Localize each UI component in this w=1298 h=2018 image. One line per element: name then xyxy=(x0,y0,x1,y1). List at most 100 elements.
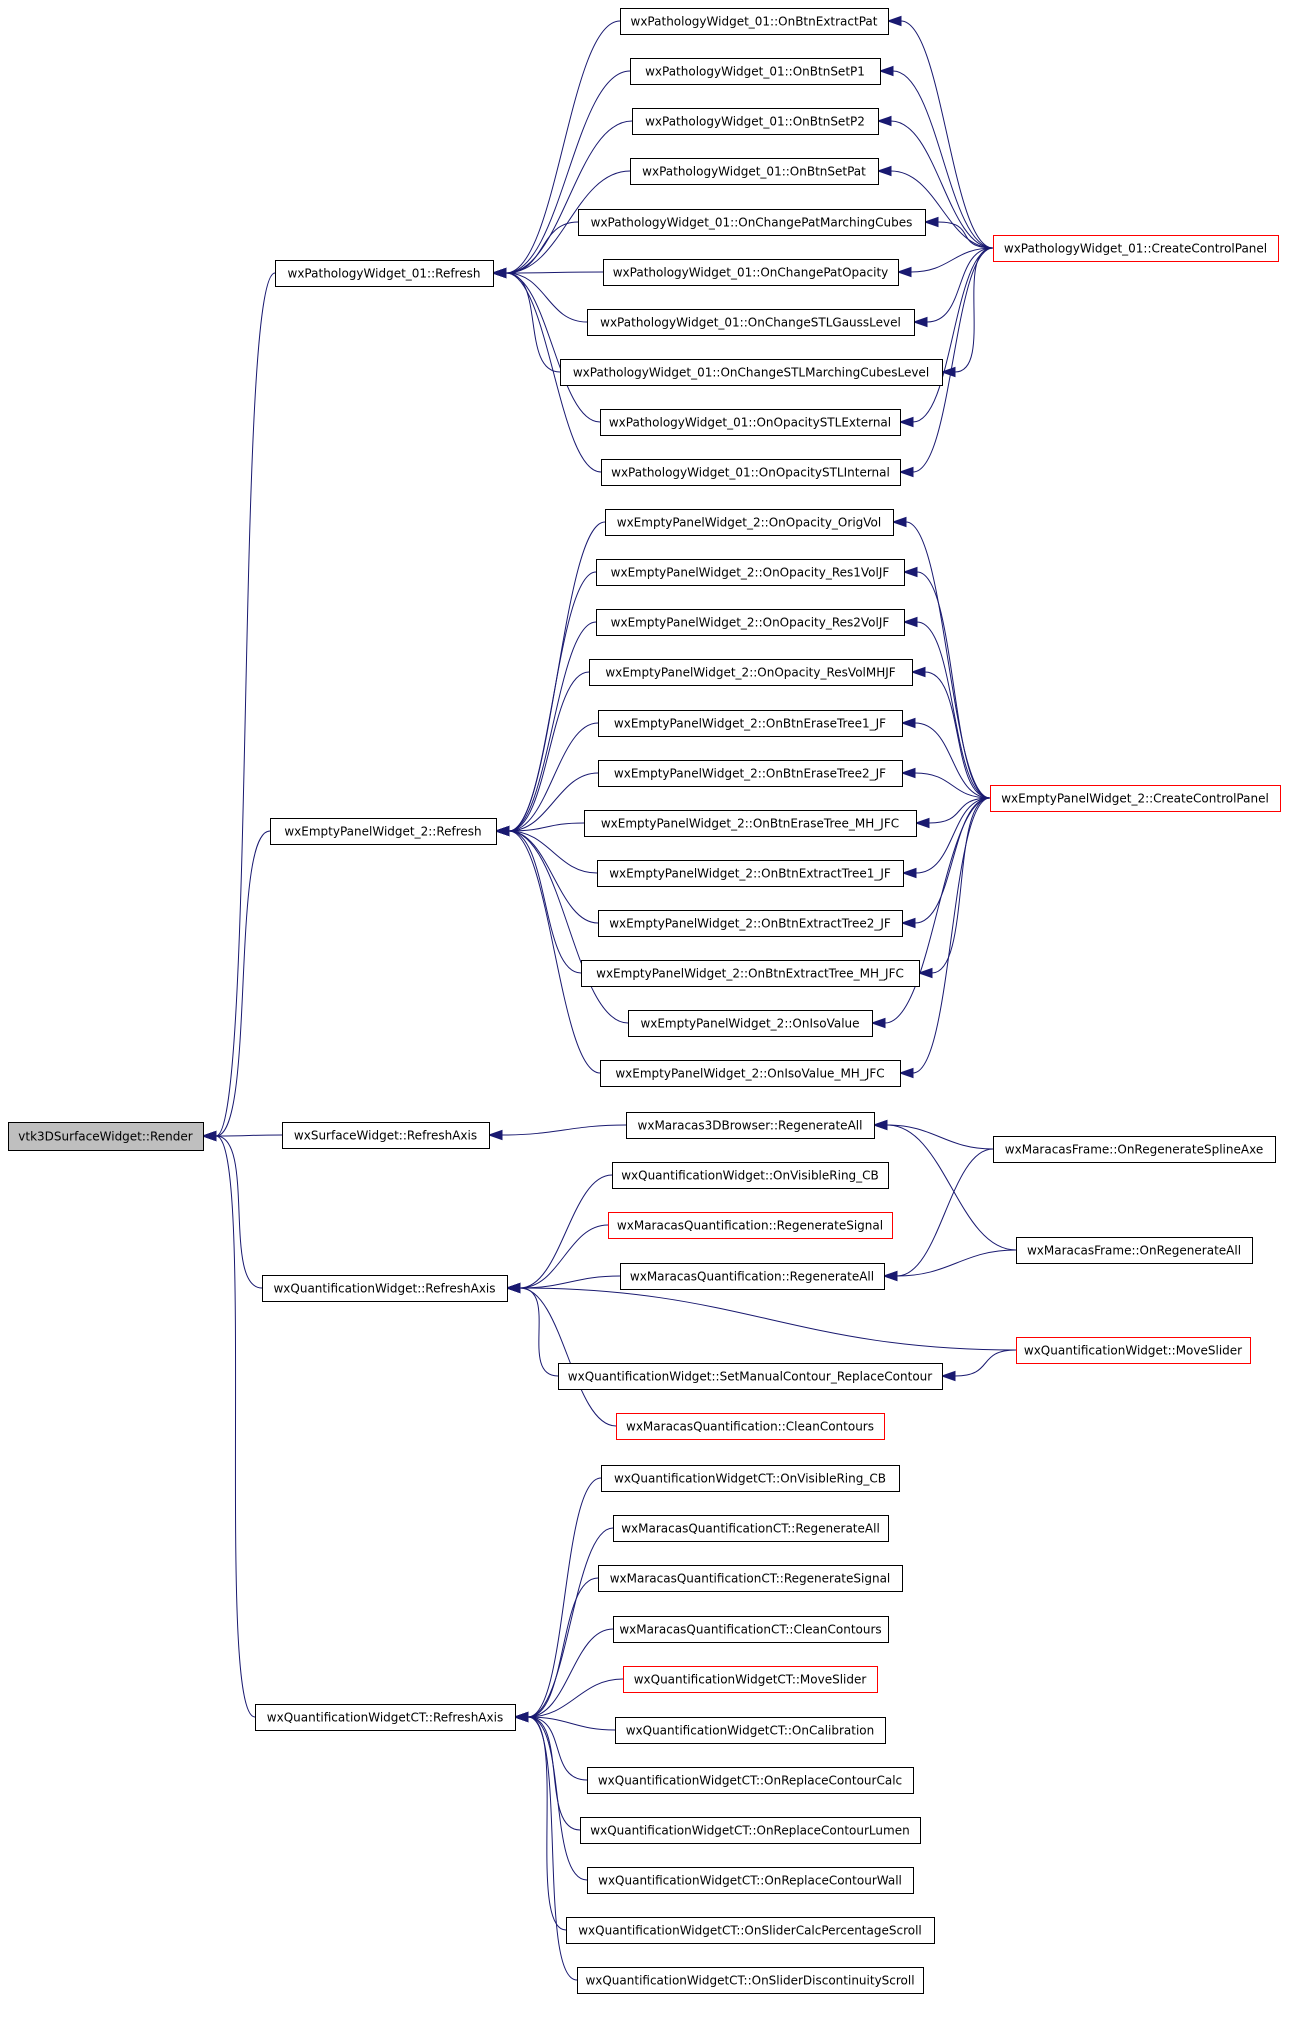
node-qw3[interactable]: wxMaracasQuantification::RegenerateAll xyxy=(620,1263,885,1290)
node-box-qct6[interactable] xyxy=(615,1717,886,1744)
node-box-ep7[interactable] xyxy=(584,810,917,837)
node-box-ep11[interactable] xyxy=(628,1010,873,1037)
node-box-qct10[interactable] xyxy=(566,1917,935,1944)
node-box-ep1[interactable] xyxy=(605,509,894,536)
node-ep7[interactable]: wxEmptyPanelWidget_2::OnBtnEraseTree_MH_… xyxy=(584,810,917,837)
node-box-qw1[interactable] xyxy=(612,1162,889,1189)
node-box-qw4[interactable] xyxy=(558,1363,943,1390)
node-ep9[interactable]: wxEmptyPanelWidget_2::OnBtnExtractTree2_… xyxy=(598,910,903,937)
node-pw-ccp[interactable]: wxPathologyWidget_01::CreateControlPanel xyxy=(993,235,1279,262)
node-ep6[interactable]: wxEmptyPanelWidget_2::OnBtnEraseTree2_JF xyxy=(598,760,903,787)
node-box-pw9[interactable] xyxy=(600,409,901,436)
node-root[interactable]: vtk3DSurfaceWidget::Render xyxy=(8,1122,204,1151)
node-box-ep3[interactable] xyxy=(596,609,905,636)
node-box-qct2[interactable] xyxy=(613,1515,889,1542)
node-pw1[interactable]: wxPathologyWidget_01::OnBtnExtractPat xyxy=(620,8,889,35)
node-box-pw2[interactable] xyxy=(630,58,881,85)
node-box-pw5[interactable] xyxy=(578,209,926,236)
node-pw6[interactable]: wxPathologyWidget_01::OnChangePatOpacity xyxy=(603,259,899,286)
node-ep4[interactable]: wxEmptyPanelWidget_2::OnOpacity_ResVolMH… xyxy=(589,659,913,686)
node-box-pw6[interactable] xyxy=(603,259,899,286)
node-m3d[interactable]: wxMaracas3DBrowser::RegenerateAll xyxy=(626,1112,875,1139)
node-sw-refresh[interactable]: wxSurfaceWidget::RefreshAxis xyxy=(282,1122,490,1149)
node-box-qct8[interactable] xyxy=(580,1817,921,1844)
node-ep-ccp[interactable]: wxEmptyPanelWidget_2::CreateControlPanel xyxy=(990,785,1281,812)
node-qct11[interactable]: wxQuantificationWidgetCT::OnSliderDiscon… xyxy=(577,1967,924,1994)
node-qct7[interactable]: wxQuantificationWidgetCT::OnReplaceConto… xyxy=(587,1767,914,1794)
node-box-qw-refresh[interactable] xyxy=(262,1275,508,1302)
node-box-ep10[interactable] xyxy=(581,960,920,987)
node-box-ep8[interactable] xyxy=(597,860,904,887)
node-qct9[interactable]: wxQuantificationWidgetCT::OnReplaceConto… xyxy=(587,1867,914,1894)
node-box-pw10[interactable] xyxy=(601,459,901,486)
node-ep5[interactable]: wxEmptyPanelWidget_2::OnBtnEraseTree1_JF xyxy=(598,710,903,737)
node-pw8[interactable]: wxPathologyWidget_01::OnChangeSTLMarchin… xyxy=(560,359,943,386)
node-ep1[interactable]: wxEmptyPanelWidget_2::OnOpacity_OrigVol xyxy=(605,509,894,536)
node-box-ep5[interactable] xyxy=(598,710,903,737)
node-qct3[interactable]: wxMaracasQuantificationCT::RegenerateSig… xyxy=(598,1565,903,1592)
node-box-qct9[interactable] xyxy=(587,1867,914,1894)
node-qw5[interactable]: wxMaracasQuantification::CleanContours xyxy=(616,1413,885,1440)
node-box-ep-ccp[interactable] xyxy=(990,785,1281,812)
node-box-qct3[interactable] xyxy=(598,1565,903,1592)
node-box-qct11[interactable] xyxy=(577,1967,924,1994)
node-box-ep6[interactable] xyxy=(598,760,903,787)
node-pw-refresh[interactable]: wxPathologyWidget_01::Refresh xyxy=(275,260,494,287)
node-pw3[interactable]: wxPathologyWidget_01::OnBtnSetP2 xyxy=(632,108,879,135)
node-qct2[interactable]: wxMaracasQuantificationCT::RegenerateAll xyxy=(613,1515,889,1542)
node-qct10[interactable]: wxQuantificationWidgetCT::OnSliderCalcPe… xyxy=(566,1917,935,1944)
node-qw-refresh[interactable]: wxQuantificationWidget::RefreshAxis xyxy=(262,1275,508,1302)
node-qct5[interactable]: wxQuantificationWidgetCT::MoveSlider xyxy=(623,1666,878,1693)
node-pw10[interactable]: wxPathologyWidget_01::OnOpacitySTLIntern… xyxy=(601,459,901,486)
node-qw2[interactable]: wxMaracasQuantification::RegenerateSigna… xyxy=(608,1212,893,1239)
node-ep-refresh[interactable]: wxEmptyPanelWidget_2::Refresh xyxy=(270,818,497,845)
node-ep2[interactable]: wxEmptyPanelWidget_2::OnOpacity_Res1VolJ… xyxy=(596,559,905,586)
node-box-qct7[interactable] xyxy=(587,1767,914,1794)
node-box-sw-refresh[interactable] xyxy=(282,1122,490,1149)
node-box-ep12[interactable] xyxy=(600,1060,901,1087)
node-mf-spline[interactable]: wxMaracasFrame::OnRegenerateSplineAxe xyxy=(993,1136,1276,1163)
node-ep12[interactable]: wxEmptyPanelWidget_2::OnIsoValue_MH_JFC xyxy=(600,1060,901,1087)
node-qct1[interactable]: wxQuantificationWidgetCT::OnVisibleRing_… xyxy=(601,1465,900,1492)
node-box-qw2[interactable] xyxy=(608,1212,893,1239)
node-qct6[interactable]: wxQuantificationWidgetCT::OnCalibration xyxy=(615,1717,886,1744)
node-box-m3d[interactable] xyxy=(626,1112,875,1139)
node-pw5[interactable]: wxPathologyWidget_01::OnChangePatMarchin… xyxy=(578,209,926,236)
node-box-qct1[interactable] xyxy=(601,1465,900,1492)
node-pw4[interactable]: wxPathologyWidget_01::OnBtnSetPat xyxy=(630,158,879,185)
node-box-qct4[interactable] xyxy=(613,1616,889,1643)
node-pw7[interactable]: wxPathologyWidget_01::OnChangeSTLGaussLe… xyxy=(587,309,915,336)
node-box-pw4[interactable] xyxy=(630,158,879,185)
node-ep11[interactable]: wxEmptyPanelWidget_2::OnIsoValue xyxy=(628,1010,873,1037)
node-box-ep-refresh[interactable] xyxy=(270,818,497,845)
node-box-ep2[interactable] xyxy=(596,559,905,586)
node-mf-all[interactable]: wxMaracasFrame::OnRegenerateAll xyxy=(1016,1237,1253,1264)
node-box-pw-ccp[interactable] xyxy=(993,235,1279,262)
node-box-pw3[interactable] xyxy=(632,108,879,135)
node-box-qct-refresh[interactable] xyxy=(255,1704,516,1731)
node-box-qw-move[interactable] xyxy=(1016,1337,1251,1364)
node-qct4[interactable]: wxMaracasQuantificationCT::CleanContours xyxy=(613,1616,889,1643)
node-qw-move[interactable]: wxQuantificationWidget::MoveSlider xyxy=(1016,1337,1251,1364)
node-pw9[interactable]: wxPathologyWidget_01::OnOpacitySTLExtern… xyxy=(600,409,901,436)
node-box-root[interactable] xyxy=(8,1122,204,1151)
node-box-pw8[interactable] xyxy=(560,359,943,386)
node-qw4[interactable]: wxQuantificationWidget::SetManualContour… xyxy=(558,1363,943,1390)
node-ep10[interactable]: wxEmptyPanelWidget_2::OnBtnExtractTree_M… xyxy=(581,960,920,987)
node-qw1[interactable]: wxQuantificationWidget::OnVisibleRing_CB xyxy=(612,1162,889,1189)
node-ep3[interactable]: wxEmptyPanelWidget_2::OnOpacity_Res2VolJ… xyxy=(596,609,905,636)
node-qct-refresh[interactable]: wxQuantificationWidgetCT::RefreshAxis xyxy=(255,1704,516,1731)
node-box-pw1[interactable] xyxy=(620,8,889,35)
node-box-ep4[interactable] xyxy=(589,659,913,686)
node-box-qw5[interactable] xyxy=(616,1413,885,1440)
node-ep8[interactable]: wxEmptyPanelWidget_2::OnBtnExtractTree1_… xyxy=(597,860,904,887)
node-box-qct5[interactable] xyxy=(623,1666,878,1693)
node-box-ep9[interactable] xyxy=(598,910,903,937)
node-box-pw-refresh[interactable] xyxy=(275,260,494,287)
node-box-qw3[interactable] xyxy=(620,1263,885,1290)
node-box-pw7[interactable] xyxy=(587,309,915,336)
node-box-mf-all[interactable] xyxy=(1016,1237,1253,1264)
node-box-mf-spline[interactable] xyxy=(993,1136,1276,1163)
node-qct8[interactable]: wxQuantificationWidgetCT::OnReplaceConto… xyxy=(580,1817,921,1844)
node-pw2[interactable]: wxPathologyWidget_01::OnBtnSetP1 xyxy=(630,58,881,85)
